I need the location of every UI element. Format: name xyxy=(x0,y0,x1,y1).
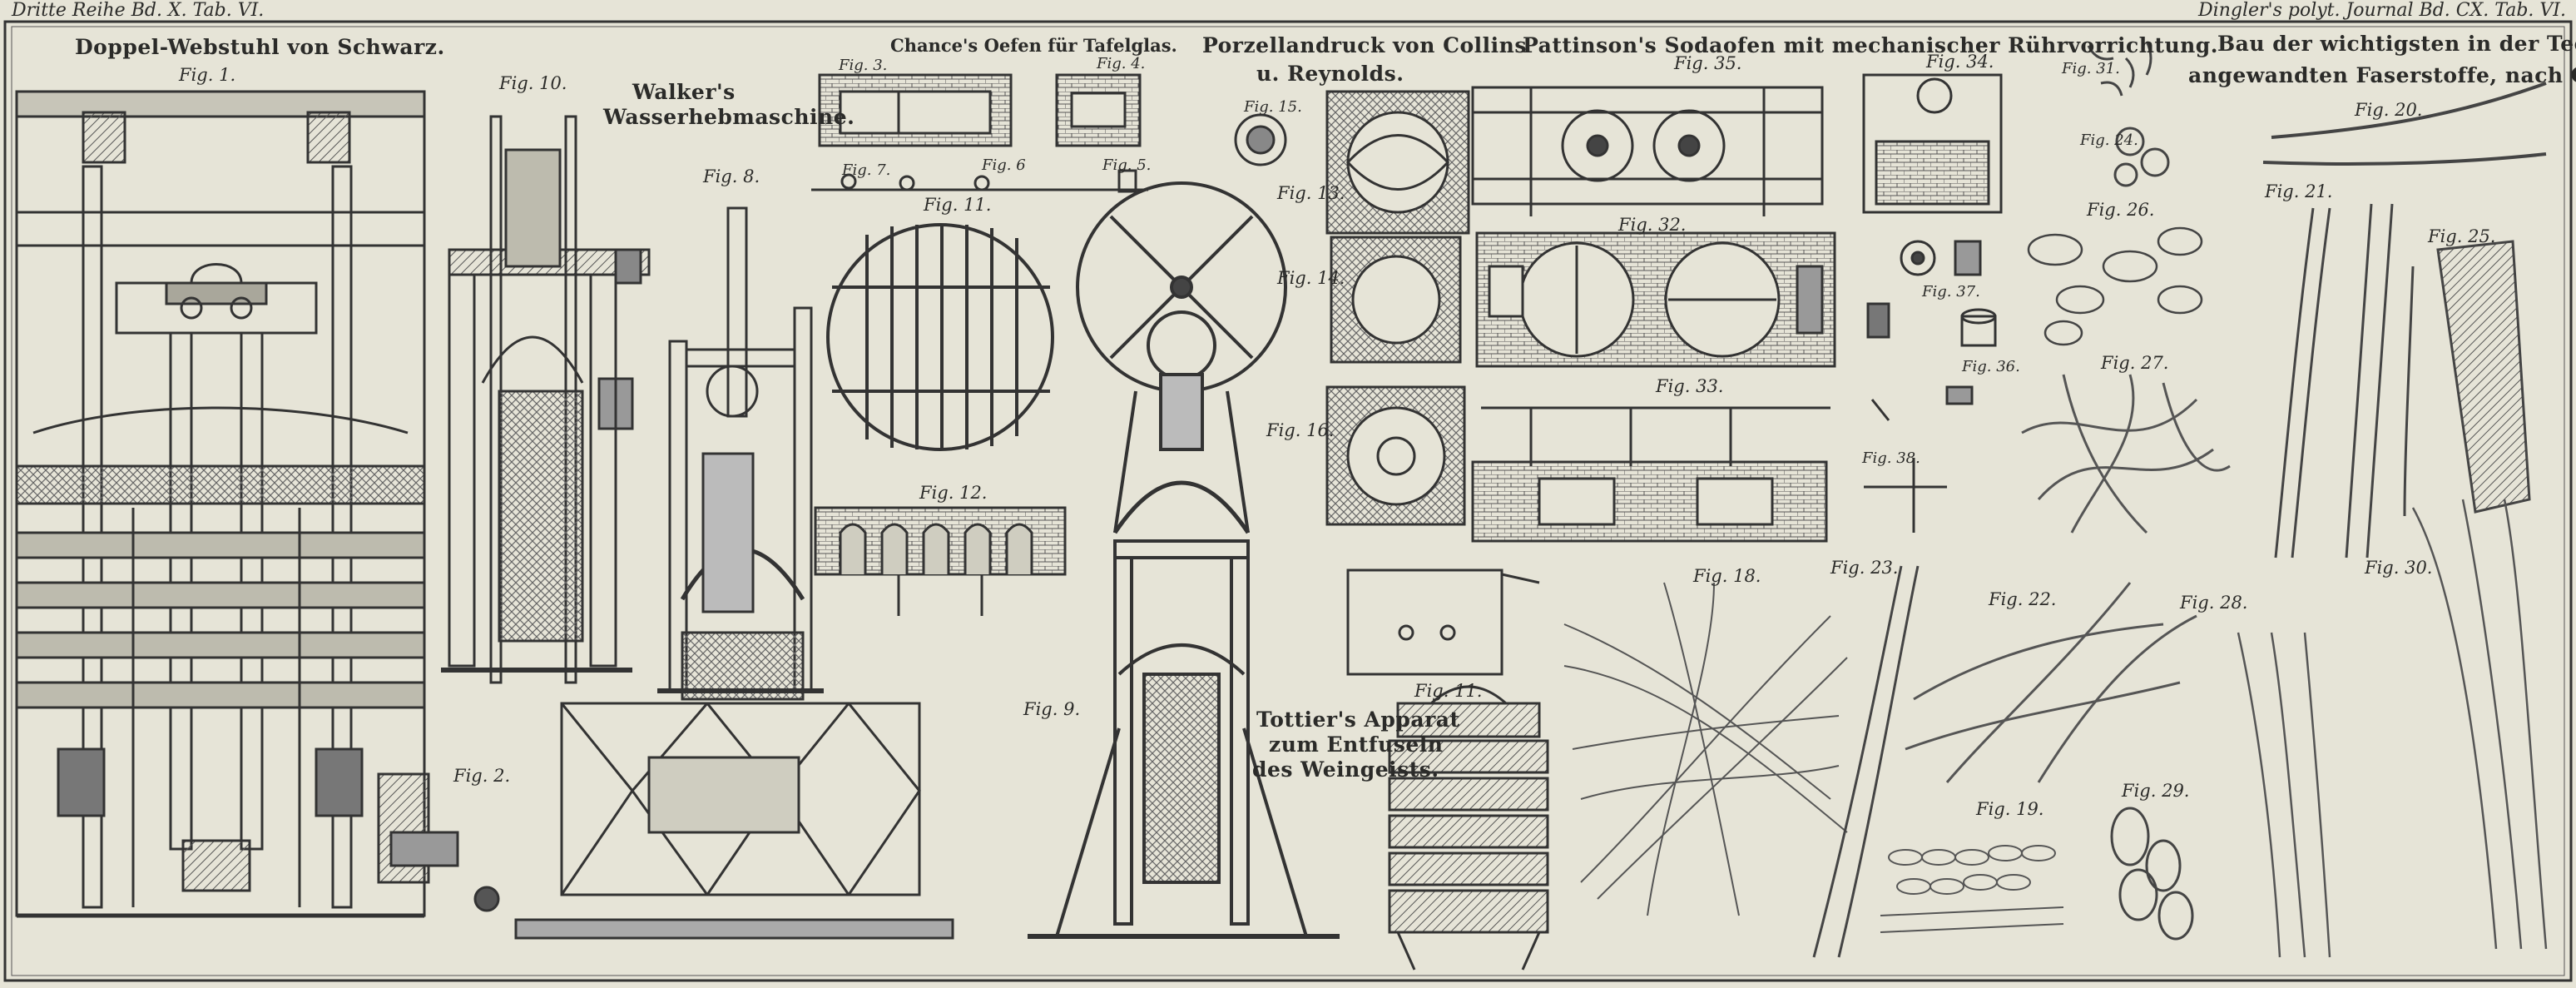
header-right: Dingler's polyt. Journal Bd. CX. Tab. VI… xyxy=(2198,0,2566,21)
fig11-grate xyxy=(826,223,1054,451)
fig20-label: Fig. 20. xyxy=(2355,100,2423,120)
title-walker-2: Wasserhebmaschine. xyxy=(603,105,855,129)
fig21-label: Fig. 21. xyxy=(2265,181,2333,201)
title-tottier-1: Tottier's Apparat xyxy=(1256,707,1460,732)
fig32-label: Fig. 32. xyxy=(1618,215,1687,235)
fig34-label: Fig. 34. xyxy=(1926,52,1994,72)
title-doppel-webstuhl: Doppel-Webstuhl von Schwarz. xyxy=(75,35,445,59)
fig4-label: Fig. 4. xyxy=(1097,55,1146,72)
fig29-label: Fig. 29. xyxy=(2122,781,2190,801)
fig12-furnace-section xyxy=(814,506,1067,616)
fig35-soda-furnace-elevation xyxy=(1471,86,1824,216)
fig36-label: Fig. 36. xyxy=(1962,358,2020,375)
fig2-label: Fig. 2. xyxy=(453,766,511,786)
fig22-label: Fig. 22. xyxy=(1989,589,2057,609)
fig1-label: Fig. 1. xyxy=(179,65,236,85)
fig7-label: Fig. 7. xyxy=(842,161,891,179)
title-bau-1: Bau der wichtigsten in der Technik xyxy=(2217,32,2576,56)
fig38-label: Fig. 38. xyxy=(1862,449,1920,467)
fig11-tottier-still xyxy=(1388,685,1549,971)
fig6-rail xyxy=(811,169,1148,193)
fig3-furnace-plan xyxy=(818,73,1013,147)
fig14-label: Fig. 14. xyxy=(1277,268,1345,288)
fig30-label: Fig. 30. xyxy=(2365,558,2433,578)
title-chance: Chance's Oefen für Tafelglas. xyxy=(890,35,1177,56)
fig19-label: Fig. 19. xyxy=(1976,799,2044,819)
fig26-cells xyxy=(2027,226,2203,346)
fig29-cells xyxy=(2110,807,2194,941)
fig8-label: Fig. 8. xyxy=(703,166,760,186)
fig23-fibre xyxy=(1812,565,1920,958)
title-walker-1: Walker's xyxy=(632,80,736,104)
fig16-tile xyxy=(1325,385,1466,526)
title-tottier-2: zum Entfuseln xyxy=(1269,732,1444,757)
fig32-soda-furnace-plan xyxy=(1475,231,1836,368)
fig24-label: Fig. 24. xyxy=(2080,132,2138,149)
title-tottier-3: des Weingeists. xyxy=(1252,757,1439,782)
title-porzellan-2: u. Reynolds. xyxy=(1256,62,1404,86)
fig3-label: Fig. 3. xyxy=(839,57,888,74)
fig16-label: Fig. 16. xyxy=(1266,420,1335,440)
fig9-side-box xyxy=(1346,568,1540,676)
fig8-tower-frame xyxy=(514,702,954,940)
fig14-tile xyxy=(1330,236,1462,364)
title-porzellan-1: Porzellandruck von Collins xyxy=(1202,33,1527,57)
fig8-machine xyxy=(657,206,824,701)
fig33-label: Fig. 33. xyxy=(1656,376,1724,396)
fig15-rosette xyxy=(1234,113,1287,166)
fig9-label: Fig. 9. xyxy=(1023,699,1081,719)
fig5-label: Fig. 5. xyxy=(1102,156,1152,174)
fig21-fibres xyxy=(2274,203,2415,559)
fig11-grate-label: Fig. 11. xyxy=(924,195,992,215)
fig27-label: Fig. 27. xyxy=(2101,353,2169,373)
fig10-walker-pump xyxy=(441,115,651,684)
fig1-loom xyxy=(15,90,426,918)
header-left: Dritte Reihe Bd. X. Tab. VI. xyxy=(12,0,265,21)
fig25-fibre xyxy=(2436,240,2531,514)
fig13-tile xyxy=(1325,90,1470,235)
fig28-fibres xyxy=(2237,632,2331,958)
fig26-label: Fig. 26. xyxy=(2087,200,2155,220)
fig34-soda-end-view xyxy=(1862,73,2003,214)
fig10-label: Fig. 10. xyxy=(499,73,567,93)
fig23-label: Fig. 23. xyxy=(1830,558,1899,578)
fig12-label: Fig. 12. xyxy=(919,483,988,503)
fig27-tangled-fibres xyxy=(2021,374,2231,534)
fig19-cells xyxy=(1880,845,2064,933)
fig11-still-label: Fig. 11. xyxy=(1414,681,1483,701)
fig30-fibres xyxy=(2411,499,2548,950)
fig6-label: Fig. 6 xyxy=(982,156,1026,174)
fig2-detail xyxy=(377,772,500,912)
fig25-label: Fig. 25. xyxy=(2428,226,2496,246)
fig33-soda-furnace-section xyxy=(1471,406,1830,543)
fig35-label: Fig. 35. xyxy=(1674,53,1742,73)
fig9-wheel-pump xyxy=(1028,181,1340,939)
fig4-furnace xyxy=(1055,73,1142,147)
title-bau-2: angewandten Faserstoffe, nach Oschatz. xyxy=(2188,63,2576,87)
fig15-label: Fig. 15. xyxy=(1244,98,1302,116)
fig18-label: Fig. 18. xyxy=(1693,566,1761,586)
fig36-37-38-parts xyxy=(1864,240,1997,533)
fig24-grains xyxy=(2113,127,2170,187)
fig37-label: Fig. 37. xyxy=(1922,283,1980,300)
fig13-label: Fig. 13. xyxy=(1277,183,1345,203)
fig31-label: Fig. 31. xyxy=(2062,60,2120,77)
fig20-fibre xyxy=(2262,82,2547,166)
fig22-fibres xyxy=(1905,582,2197,783)
fig18-fibres xyxy=(1563,582,1848,916)
fig31-granules xyxy=(2087,41,2152,97)
fig28-label: Fig. 28. xyxy=(2180,593,2248,613)
title-pattinson: Pattinson's Sodaofen mit mechanischer Rü… xyxy=(1523,33,2218,57)
